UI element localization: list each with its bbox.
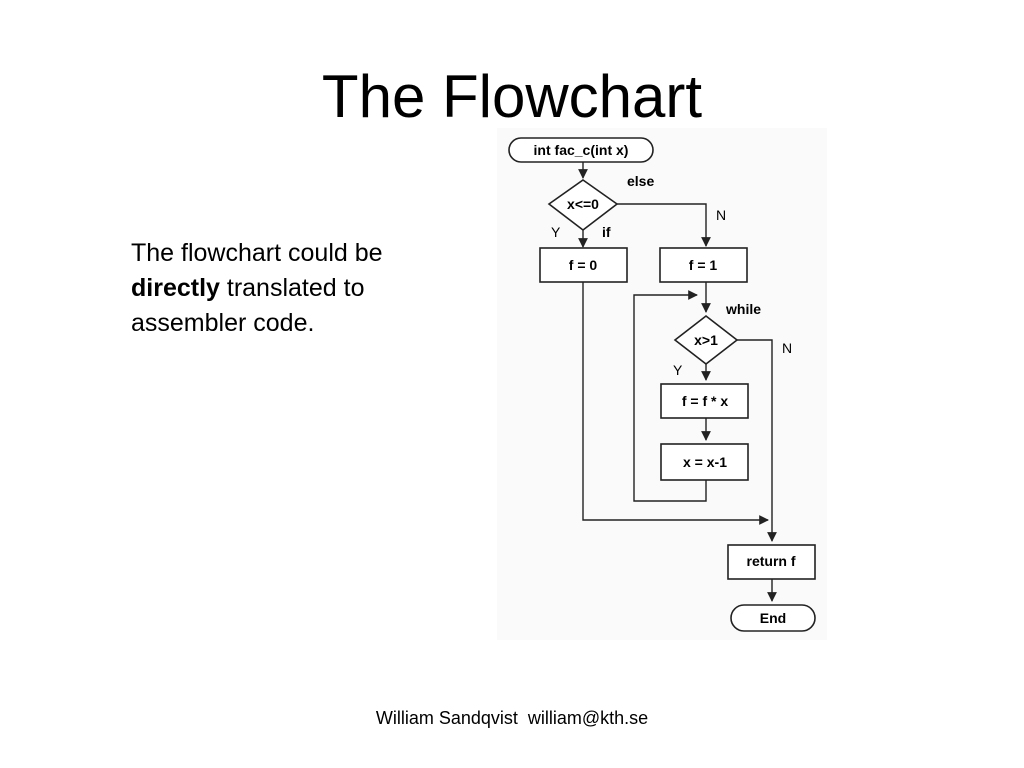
body-text-post: translated to assembler code. [131,274,365,337]
f-one-text: f = 1 [689,257,718,273]
decision2-node [673,314,739,366]
slide-title: The Flowchart [321,63,703,130]
decision1-text: x<=0 [567,196,599,212]
start-node [508,137,654,163]
body-text-pre: The flowchart could be [131,239,383,267]
label-if: if [602,224,611,240]
end-text: End [760,610,786,626]
decrement-text: x = x-1 [683,454,727,470]
edge-decision2-no [737,339,777,542]
footer: William Sandqvist william@kth.se [375,708,649,728]
edge-decision1-else [617,203,711,247]
label-else: else [627,173,654,189]
f-zero-text: f = 0 [569,257,598,273]
label-n2: N [782,340,792,356]
label-y2: Y [673,362,683,378]
edge-f0-to-return [582,282,769,525]
body-text: The flowchart could be directly translat… [131,236,451,341]
multiply-node [660,383,749,419]
edge-loop-back [633,290,707,502]
return-node [727,544,816,580]
flowchart-diagram: int fac_c(int x) x<=0 f = 0 f = 1 x>1 f … [497,128,827,640]
f-one-node [659,247,748,283]
label-n1: N [716,207,726,223]
label-y1: Y [551,224,561,240]
label-while: while [725,301,761,317]
multiply-text: f = f * x [682,393,729,409]
flowchart-svg: int fac_c(int x) x<=0 f = 0 f = 1 x>1 f … [497,128,827,640]
f-zero-node [539,247,628,283]
return-text: return f [747,553,796,569]
decision1-node [547,179,619,232]
decrement-node [660,443,749,481]
decision2-text: x>1 [694,332,718,348]
end-node [730,604,816,632]
start-node-text: int fac_c(int x) [534,142,629,158]
body-text-bold: directly [131,274,220,302]
